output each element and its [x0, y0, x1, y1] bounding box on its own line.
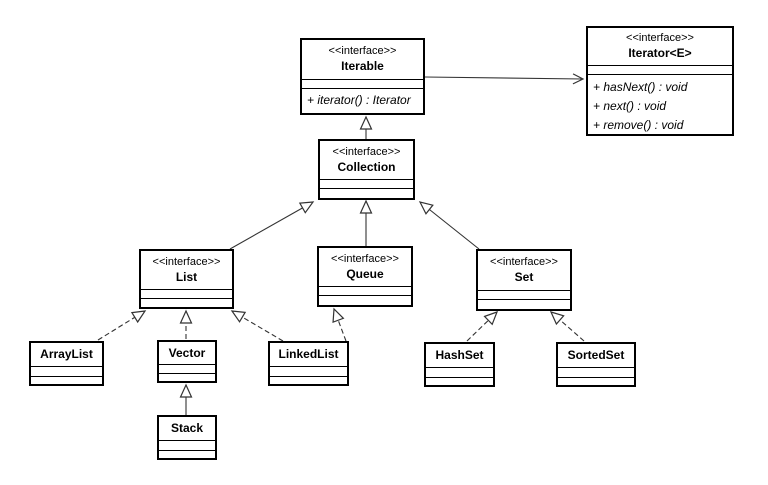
- class-header: ArrayList: [31, 343, 102, 366]
- class-box-list[interactable]: <<interface>> List: [139, 249, 234, 309]
- class-box-stack[interactable]: Stack: [157, 415, 217, 460]
- class-box-hashset[interactable]: HashSet: [424, 342, 495, 387]
- attributes-compartment: [558, 367, 634, 377]
- stereotype-label: <<interface>>: [331, 252, 399, 265]
- class-name: ArrayList: [40, 347, 93, 361]
- attributes-compartment: [302, 79, 423, 88]
- method-label: + next() : void: [593, 99, 667, 113]
- class-header: SortedSet: [558, 344, 634, 367]
- attributes-compartment: [426, 367, 493, 377]
- class-box-sortedset[interactable]: SortedSet: [556, 342, 636, 387]
- attributes-compartment: [159, 440, 215, 450]
- attributes-compartment: [320, 179, 413, 188]
- class-name: Queue: [346, 266, 384, 281]
- class-box-linkedlist[interactable]: LinkedList: [268, 341, 349, 386]
- class-box-queue[interactable]: <<interface>> Queue: [317, 246, 413, 307]
- method-label: + hasNext() : void: [593, 80, 688, 94]
- class-name: SortedSet: [567, 348, 625, 362]
- class-header: <<interface>> Iterable: [302, 40, 423, 79]
- edge-linkedlist-implements-queue: [332, 307, 347, 342]
- methods-compartment: [478, 299, 570, 309]
- methods-compartment: [159, 450, 215, 458]
- method-label: + remove() : void: [593, 118, 684, 132]
- attributes-compartment: [141, 289, 232, 298]
- class-box-vector[interactable]: Vector: [157, 340, 217, 383]
- attributes-compartment: [588, 65, 732, 74]
- stereotype-label: <<interface>>: [490, 256, 558, 268]
- edge-iterable-association-iterator: [424, 73, 585, 85]
- class-header: <<interface>> Queue: [319, 248, 411, 286]
- stereotype-label: <<interface>>: [626, 32, 694, 44]
- methods-compartment: [31, 376, 102, 384]
- class-header: <<interface>> List: [141, 251, 232, 289]
- methods-compartment: [426, 377, 493, 385]
- class-box-iterator[interactable]: <<interface>> Iterator<E> + hasNext() : …: [586, 26, 734, 136]
- class-header: <<interface>> Set: [478, 251, 570, 290]
- edge-list-extends-collection: [229, 201, 315, 250]
- methods-compartment: [270, 376, 347, 384]
- class-header: Vector: [159, 342, 215, 364]
- methods-compartment: [558, 377, 634, 385]
- class-name: HashSet: [435, 348, 484, 362]
- class-header: Stack: [159, 417, 215, 440]
- class-header: LinkedList: [270, 343, 347, 366]
- methods-compartment: [320, 188, 413, 198]
- class-header: HashSet: [426, 344, 493, 367]
- edge-hashset-implements-set: [466, 310, 499, 342]
- class-name: Iterable: [341, 59, 384, 73]
- class-name: LinkedList: [278, 347, 339, 361]
- edge-arraylist-implements-list: [97, 310, 147, 341]
- attributes-compartment: [159, 364, 215, 373]
- attributes-compartment: [270, 366, 347, 376]
- method-label: + iterator() : Iterator: [307, 93, 411, 107]
- class-name: Set: [514, 270, 534, 284]
- class-box-arraylist[interactable]: ArrayList: [29, 341, 104, 386]
- class-name: Collection: [337, 159, 396, 174]
- stereotype-label: <<interface>>: [332, 145, 401, 158]
- stereotype-label: <<interface>>: [152, 255, 221, 268]
- attributes-compartment: [319, 286, 411, 295]
- attributes-compartment: [31, 366, 102, 376]
- methods-compartment: [319, 295, 411, 305]
- stereotype-label: <<interface>>: [328, 45, 397, 57]
- methods-compartment: [141, 298, 232, 307]
- class-name: Iterator<E>: [628, 46, 692, 60]
- class-box-iterable[interactable]: <<interface>> Iterable + iterator() : It…: [300, 38, 425, 115]
- class-name: List: [175, 269, 198, 284]
- edge-linkedlist-implements-list: [230, 310, 284, 342]
- class-box-collection[interactable]: <<interface>> Collection: [318, 139, 415, 200]
- attributes-compartment: [478, 290, 570, 299]
- edge-set-extends-collection: [418, 201, 480, 250]
- class-box-set[interactable]: <<interface>> Set: [476, 249, 572, 311]
- methods-compartment: + hasNext() : void + next() : void + rem…: [588, 74, 732, 135]
- class-name: Vector: [168, 345, 206, 360]
- class-header: <<interface>> Collection: [320, 141, 413, 179]
- class-header: <<interface>> Iterator<E>: [588, 28, 732, 65]
- methods-compartment: + iterator() : Iterator: [302, 88, 423, 113]
- methods-compartment: [159, 373, 215, 381]
- class-name: Stack: [170, 421, 204, 435]
- edge-sortedset-implements-set: [549, 311, 585, 342]
